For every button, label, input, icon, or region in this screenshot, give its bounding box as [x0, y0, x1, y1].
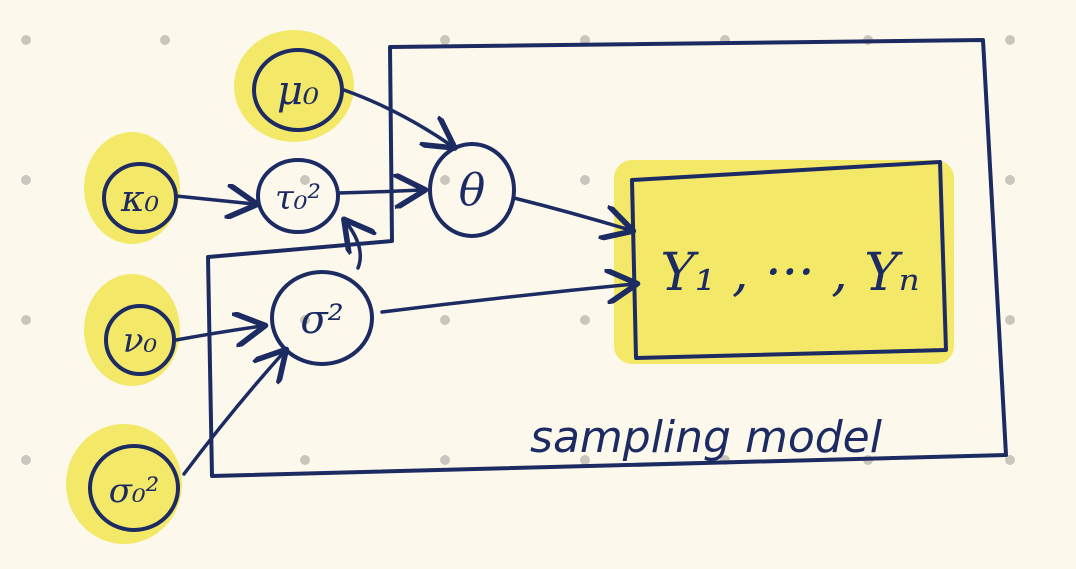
edge-mu0-theta — [342, 88, 452, 146]
mu0-node — [252, 48, 344, 132]
nu0-label: ν₀ — [123, 321, 158, 361]
edges — [174, 88, 634, 476]
grid-dot — [440, 35, 450, 45]
grid-dot — [300, 315, 310, 325]
edge-tau0sq-theta — [336, 190, 422, 193]
edge-sigma0sq-sigmasq — [182, 352, 284, 476]
kappa0-label: κ₀ — [120, 179, 159, 220]
grid-dot — [300, 175, 310, 185]
sigmasq-label: σ² — [300, 297, 343, 343]
node-circles — [88, 48, 516, 532]
sigma0sq-label: σ₀² — [109, 471, 159, 511]
kappa0-node — [102, 162, 178, 234]
tau0sq-label: τ₀² — [275, 178, 321, 218]
grid-dot — [1005, 175, 1015, 185]
data-box-highlight — [614, 160, 954, 364]
grid-dot — [300, 455, 310, 465]
sigma0sq-node — [88, 444, 180, 532]
grid-dot — [1005, 455, 1015, 465]
grid-dot — [580, 35, 590, 45]
grid-dot — [580, 315, 590, 325]
theta-node — [428, 142, 516, 238]
edge-kappa0-tau0sq — [174, 196, 254, 204]
edge-nu0-sigmasq — [174, 326, 262, 340]
sampling-model-plate — [206, 38, 1008, 478]
edge-sigmasq-data — [380, 284, 634, 314]
grid-dot — [440, 175, 450, 185]
nu0-highlight — [84, 274, 180, 386]
grid-dot — [21, 315, 31, 325]
data-label: Y₁ , ··· , Yₙ — [660, 243, 919, 303]
sigmasq-node — [270, 270, 374, 366]
grid-dot — [580, 175, 590, 185]
edge-sigmasq-tau0sq — [346, 222, 360, 270]
node-labels: μ₀ κ₀ τ₀² θ ν₀ σ² σ₀² Y₁ , ··· , Yₙ — [109, 68, 920, 511]
grid-dot — [440, 455, 450, 465]
grid-dot — [160, 35, 170, 45]
grid-dot — [21, 455, 31, 465]
sigma0sq-highlight — [66, 424, 182, 544]
grid-dot — [1005, 315, 1015, 325]
nu0-node — [104, 304, 176, 376]
edge-theta-data — [512, 196, 630, 230]
grid-dot — [21, 35, 31, 45]
grid-dot — [1005, 35, 1015, 45]
grid-dot — [580, 455, 590, 465]
plate-label: sampling model — [530, 412, 883, 463]
grid-dot — [440, 315, 450, 325]
theta-label: θ — [459, 165, 486, 216]
grid-dot — [21, 175, 31, 185]
tau0sq-node — [256, 158, 340, 234]
mu0-label: μ₀ — [277, 68, 319, 114]
